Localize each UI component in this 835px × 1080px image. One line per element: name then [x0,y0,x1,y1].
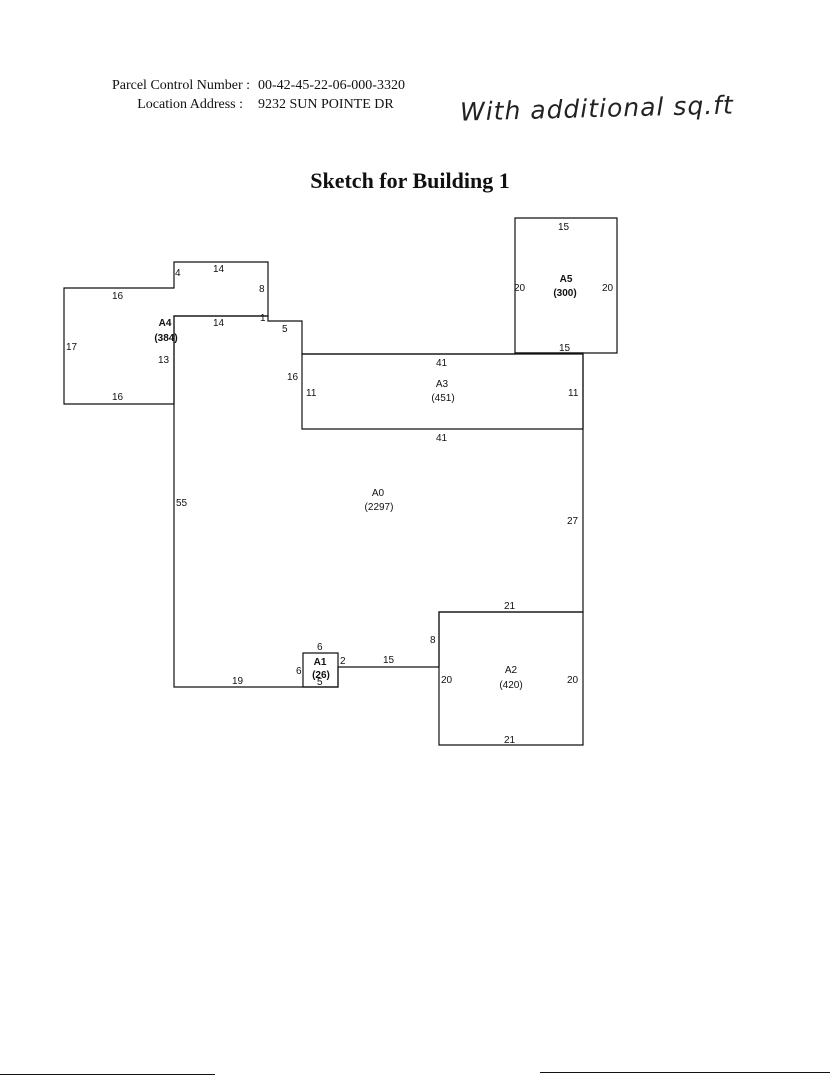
dim-a4-bottom: 16 [112,392,124,403]
dim-a0-top: 14 [213,318,225,329]
area-a2-value: (420) [499,680,522,691]
area-a5-name: A5 [560,274,573,285]
dim-connector: 15 [383,655,395,666]
a3-outline [301,353,584,430]
area-a0-name: A0 [372,488,385,499]
parcel-number: 00-42-45-22-06-000-3320 [258,78,405,93]
area-a4-value: (384) [154,333,177,344]
a2-outline [438,611,584,746]
dim-a2-bottom: 21 [504,735,516,746]
dim-a1-left: 6 [296,666,302,677]
area-a5-value: (300) [553,288,576,299]
dim-a0-notch-h: 5 [282,324,288,335]
dim-a5-top: 15 [558,222,570,233]
area-a1-name: A1 [314,657,327,668]
dim-a0-notch-v: 1 [260,313,266,324]
sketch-title: Sketch for Building 1 [310,168,510,193]
bottom-rule-left [0,1074,215,1075]
dim-a5-right: 20 [602,283,614,294]
area-labels: A0 (2297) A3 (451) A2 (420) A1 (26) A4 (… [154,274,576,691]
area-a2-name: A2 [505,665,518,676]
dim-a2-connector-v: 8 [430,635,436,646]
area-a0-value: (2297) [365,502,394,513]
dim-a0-right: 27 [567,516,579,527]
bottom-rule-right [540,1072,830,1073]
a1-outline [302,652,339,688]
dim-a3-top: 41 [436,358,448,369]
dim-a0-notch-down: 16 [287,372,299,383]
dim-a4-left: 17 [66,342,78,353]
a5-outline [514,217,618,354]
dim-a2-left: 20 [441,675,453,686]
area-a3-name: A3 [436,379,449,390]
dim-a3-right: 11 [568,388,579,399]
dim-a3-left: 11 [306,388,317,399]
parcel-label: Parcel Control Number : [111,78,250,93]
dim-a2-top: 21 [504,601,516,612]
dim-a2-right: 20 [567,675,579,686]
dim-a0-bottom: 19 [232,676,244,687]
dim-a4-step-right: 8 [259,284,265,295]
dim-a3-bottom: 41 [436,433,448,444]
area-a1-value: (26) [312,670,330,681]
dimension-labels: 15 20 20 15 14 4 8 16 17 13 16 14 1 5 16… [66,222,614,746]
dim-a4-top: 16 [112,291,124,302]
location-address: 9232 SUN POINTE DR [258,97,394,112]
dim-a5-left: 20 [514,283,526,294]
area-a3-value: (451) [431,393,454,404]
dim-a0-left: 55 [176,498,188,509]
dim-a4-step-vertical: 4 [175,268,181,279]
dim-a5-bottom: 15 [559,343,571,354]
dim-a4-inner: 13 [158,355,170,366]
area-a4-name: A4 [159,318,172,329]
dim-a1-top: 6 [317,642,323,653]
address-label: Location Address : [137,97,243,112]
dim-a4-top-step: 14 [213,264,225,275]
dim-a1-right: 2 [340,656,346,667]
dim-a1-bottom: 5 [317,677,323,688]
